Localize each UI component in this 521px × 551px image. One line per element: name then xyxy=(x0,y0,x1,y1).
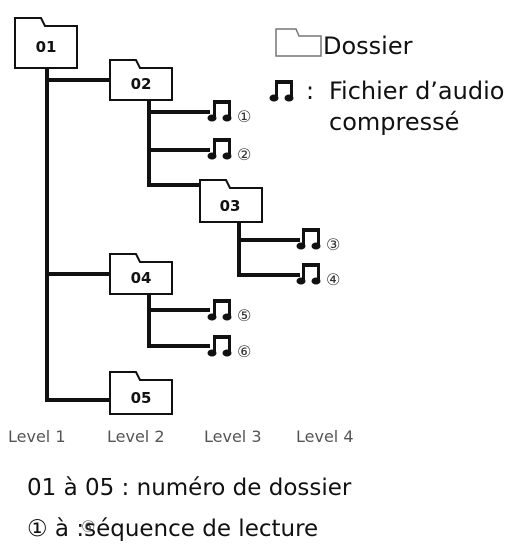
file-4: ④ xyxy=(296,263,340,289)
level-label-4: Level 4 xyxy=(296,427,354,446)
file-1: ① xyxy=(207,100,251,126)
connector-02-trunk xyxy=(147,98,202,187)
music-note-icon xyxy=(296,263,321,285)
tree-connectors xyxy=(45,66,300,402)
caption-playback-suffix: :séquence de lecture xyxy=(76,516,318,542)
legend-file: : Fichier d’audio compressé xyxy=(269,77,504,136)
caption-playback-prefix: ① à xyxy=(27,516,76,542)
folder-label: 04 xyxy=(131,269,152,287)
caption-sequence-icon: ⑥ xyxy=(81,517,95,536)
music-note-icon xyxy=(207,335,232,357)
legend-file-text-line1: Fichier d’audio xyxy=(329,77,504,105)
file-3: ③ xyxy=(296,228,340,254)
file-6: ⑥ xyxy=(207,335,251,361)
folder-label: 03 xyxy=(220,197,241,215)
folder-label: 02 xyxy=(131,75,152,93)
file-order: ③ xyxy=(326,235,340,254)
file-order: ④ xyxy=(326,270,340,289)
folder-icon xyxy=(109,253,173,295)
folder-icon xyxy=(275,28,322,57)
connector-01-trunk xyxy=(45,66,110,402)
captions: 01 à 05 : numéro de dossier ① à :séquenc… xyxy=(27,475,352,542)
legend-file-text-line2: compressé xyxy=(329,108,459,136)
legend: Dossier : Fichier d’audio compressé xyxy=(269,28,504,136)
file-order: ⑤ xyxy=(237,306,251,325)
music-note-icon xyxy=(207,138,232,160)
legend-folder-text: Dossier xyxy=(323,32,413,60)
connector-03-trunk xyxy=(237,214,300,277)
folder-02: 02 xyxy=(109,59,173,101)
level-label-2: Level 2 xyxy=(107,427,165,446)
folder-icon xyxy=(14,17,78,69)
folder-icon xyxy=(199,179,263,223)
folder-05: 05 xyxy=(109,371,173,415)
folder-label: 01 xyxy=(36,38,57,56)
file-2: ② xyxy=(207,138,251,164)
level-label-3: Level 3 xyxy=(204,427,262,446)
connector-04-trunk xyxy=(147,290,210,348)
music-note-icon xyxy=(207,100,232,122)
music-note-icon xyxy=(269,80,294,102)
folder-03: 03 xyxy=(199,179,263,223)
folder-label: 05 xyxy=(131,389,152,407)
folder-icon xyxy=(109,371,173,415)
music-note-icon xyxy=(296,228,321,250)
file-order: ② xyxy=(237,145,251,164)
level-label-1: Level 1 xyxy=(8,427,66,446)
file-order: ① xyxy=(237,107,251,126)
folder-01: 01 xyxy=(14,17,78,69)
legend-folder: Dossier xyxy=(275,28,413,60)
level-labels: Level 1 Level 2 Level 3 Level 4 xyxy=(8,427,354,446)
caption-folder-numbers: 01 à 05 : numéro de dossier xyxy=(27,475,352,501)
folder-04: 04 xyxy=(109,253,173,295)
file-order: ⑥ xyxy=(237,342,251,361)
music-note-icon xyxy=(207,299,232,321)
file-5: ⑤ xyxy=(207,299,251,325)
folder-icon xyxy=(109,59,173,101)
caption-playback-sequence: ① à :séquence de lecture xyxy=(27,516,318,542)
legend-file-colon: : xyxy=(306,77,314,105)
